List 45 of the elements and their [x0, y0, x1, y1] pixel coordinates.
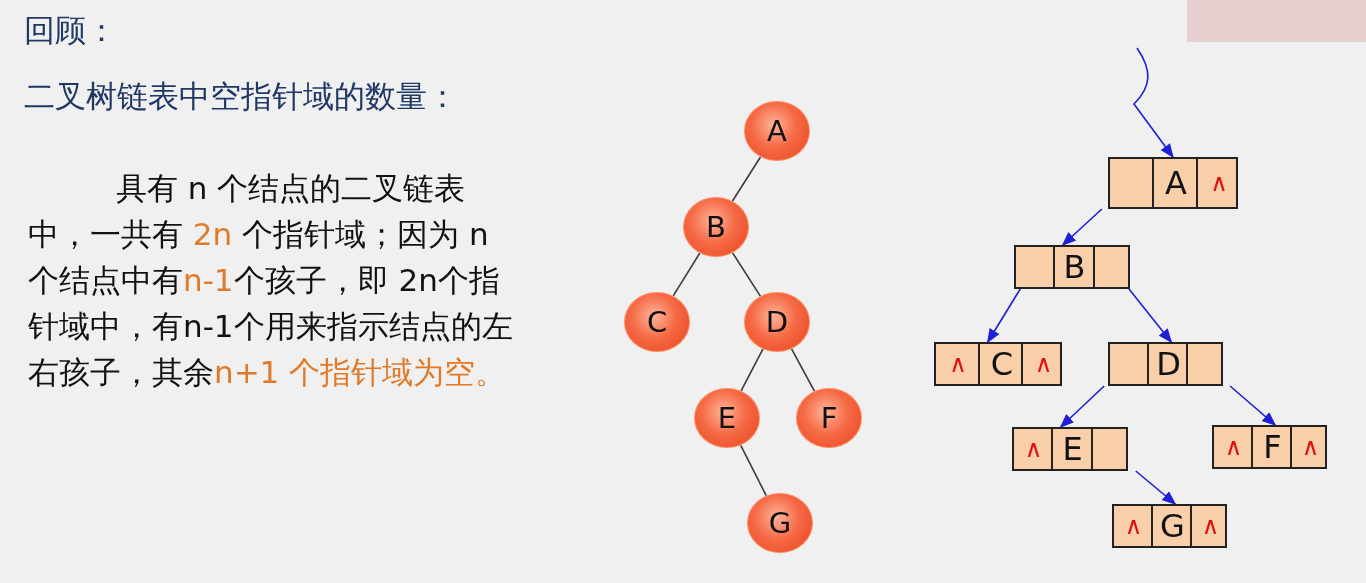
null-pointer-mark: ∧: [1223, 433, 1244, 461]
arrow: [1059, 385, 1105, 428]
tree-node-circle: F: [796, 388, 862, 448]
tree-edge: [672, 252, 701, 297]
null-pointer-mark: ∧: [1033, 350, 1054, 378]
tree-edge: [740, 348, 764, 392]
node-letter: B: [1062, 248, 1087, 286]
explanation-paragraph: 具有 n 个结点的二叉链表中，一共有 2n 个指针域；因为 n 个结点中有n-1个孩子，即 2n个指针域中，有n-1个用来指示结点的左右孩子，其余n+1 个指针域为空。: [28, 169, 514, 392]
node-letter: F: [1262, 428, 1283, 466]
null-pointer-mark: ∧: [1123, 512, 1144, 540]
linked-node-box: [1108, 342, 1223, 386]
linked-node-box: [1014, 245, 1130, 289]
node-letter: E: [1061, 430, 1084, 468]
tree-node-circle: A: [744, 101, 810, 161]
linked-node-box: [934, 342, 1062, 386]
arrow: [1229, 385, 1277, 426]
null-pointer-mark: ∧: [1209, 169, 1229, 197]
tree-node-circle: E: [694, 388, 760, 448]
arrow: [1061, 208, 1103, 246]
linked-node-box: [1112, 504, 1227, 548]
tree-node-circle: G: [747, 493, 813, 553]
null-pointer-mark: ∧: [1023, 435, 1044, 463]
linked-node-box: [1212, 425, 1327, 469]
title: 回顾：: [24, 11, 117, 50]
node-letter: C: [989, 345, 1015, 383]
node-letter: G: [1159, 507, 1186, 545]
tree-node-circle: C: [624, 292, 690, 352]
tree-edge: [731, 252, 762, 297]
null-pointer-mark: ∧: [948, 350, 968, 378]
null-pointer-mark: ∧: [1300, 433, 1321, 461]
arrow: [1134, 470, 1177, 505]
tree-node-circle: B: [683, 197, 749, 257]
linked-node-box: [1108, 157, 1238, 209]
linked-node-box: [1012, 427, 1128, 471]
subtitle: 二叉树链表中空指针域的数量：: [24, 77, 458, 116]
node-letter: D: [1155, 345, 1182, 383]
node-letter: A: [1164, 164, 1188, 202]
tree-node-circle: D: [744, 292, 810, 352]
tree-edge: [790, 348, 816, 392]
null-pointer-mark: ∧: [1200, 512, 1221, 540]
arrow: [1133, 47, 1174, 159]
tree-edge: [731, 156, 762, 202]
arrow: [1128, 288, 1173, 344]
tree-edge: [739, 444, 768, 497]
arrow: [986, 288, 1022, 344]
